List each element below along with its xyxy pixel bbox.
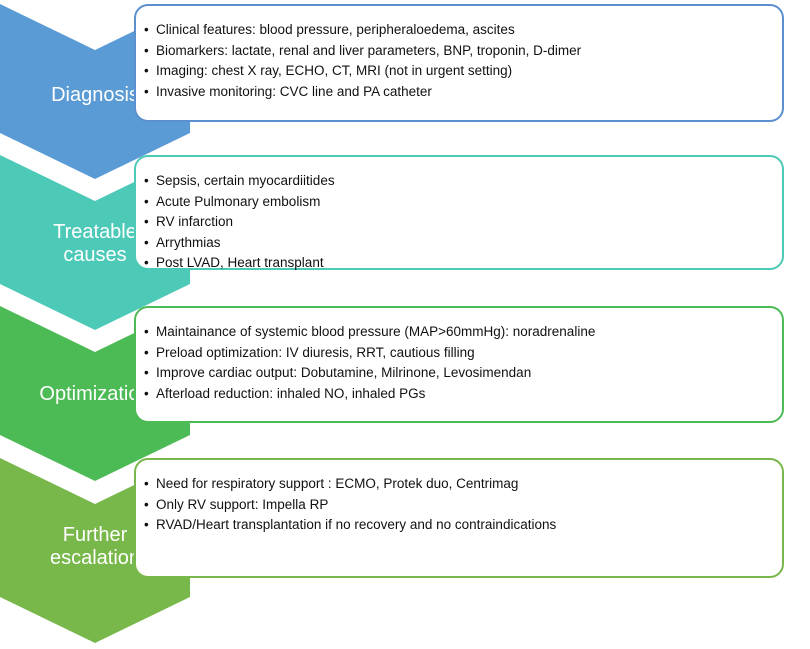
bullet-icon: • <box>144 385 149 401</box>
list-item-text: Invasive monitoring: CVC line and PA cat… <box>156 83 432 99</box>
list-item-text: Post LVAD, Heart transplant <box>156 255 324 270</box>
stage-details-box: • Clinical features: blood pressure, peri… <box>134 4 784 122</box>
list-item: • Invasive monitoring: CVC line and PA ca… <box>144 82 772 103</box>
bullet-icon: • <box>144 324 149 339</box>
bullet-icon: • <box>144 496 149 512</box>
bullet-icon: • <box>144 476 149 491</box>
list-item: • RVAD/Heart transplantation if no recove… <box>144 515 772 536</box>
stage-details-box: • Maintainance of systemic blood pressure… <box>134 306 784 423</box>
stage-title: Diagnosis <box>51 84 139 106</box>
bullet-icon: • <box>144 344 149 360</box>
list-item-text: Biomarkers: lactate, renal and liver par… <box>156 42 582 58</box>
list-item: • Imaging: chest X ray, ECHO, CT, MRI (no… <box>144 61 772 82</box>
list-item: • Arrythmias <box>144 233 772 254</box>
list-item-text: Sepsis, certain myocardiitides <box>156 173 335 188</box>
bullet-icon: • <box>144 214 149 229</box>
list-item-text: Arrythmias <box>156 234 221 250</box>
list-item-text: Preload optimization: IV diuresis, RRT, … <box>156 344 475 360</box>
list-item-text: RVAD/Heart transplantation if no recover… <box>156 517 557 532</box>
list-item-text: Acute Pulmonary embolism <box>156 193 321 209</box>
list-item-text: Clinical features: blood pressure, perip… <box>156 22 515 37</box>
bullet-list: • Maintainance of systemic blood pressure… <box>144 322 772 404</box>
bullet-list: • Clinical features: blood pressure, peri… <box>144 20 772 102</box>
bullet-icon: • <box>144 517 149 532</box>
list-item-text: Imaging: chest X ray, ECHO, CT, MRI (not… <box>156 63 513 78</box>
list-item-text: Afterload reduction: inhaled NO, inhaled… <box>156 385 426 401</box>
list-item: • RV infarction <box>144 212 772 233</box>
bullet-icon: • <box>144 83 149 99</box>
list-item-text: Need for respiratory support : ECMO, Pro… <box>156 476 519 491</box>
bullet-icon: • <box>144 255 149 270</box>
list-item-text: Maintainance of systemic blood pressure … <box>156 324 596 339</box>
bullet-icon: • <box>144 22 149 37</box>
list-item: • Improve cardiac output: Dobutamine, Mil… <box>144 363 772 384</box>
list-item: • Clinical features: blood pressure, peri… <box>144 20 772 41</box>
bullet-list: • Need for respiratory support : ECMO, Pr… <box>144 474 772 536</box>
stage-title: Treatable causes <box>53 221 137 266</box>
list-item: • Only RV support: Impella RP <box>144 495 772 516</box>
bullet-icon: • <box>144 193 149 209</box>
stage-details-box: • Need for respiratory support : ECMO, Pr… <box>134 458 784 578</box>
list-item-text: RV infarction <box>156 214 234 229</box>
list-item: • Need for respiratory support : ECMO, Pr… <box>144 474 772 495</box>
list-item: • Biomarkers: lactate, renal and liver pa… <box>144 41 772 62</box>
list-item: • Acute Pulmonary embolism <box>144 192 772 213</box>
list-item: • Preload optimization: IV diuresis, RRT,… <box>144 343 772 364</box>
bullet-icon: • <box>144 173 149 188</box>
list-item: • Afterload reduction: inhaled NO, inhale… <box>144 384 772 405</box>
bullet-icon: • <box>144 42 149 58</box>
list-item-text: Improve cardiac output: Dobutamine, Milr… <box>156 365 532 380</box>
bullet-icon: • <box>144 234 149 250</box>
bullet-icon: • <box>144 365 149 380</box>
bullet-list: • Sepsis, certain myocardiitides • Acute Pu… <box>144 171 772 274</box>
bullet-icon: • <box>144 63 149 78</box>
list-item-text: Only RV support: Impella RP <box>156 496 329 512</box>
stage-details-box: • Sepsis, certain myocardiitides • Acute Pu… <box>134 155 784 270</box>
list-item: • Post LVAD, Heart transplant <box>144 253 772 274</box>
stage-title: Further escalation <box>49 524 141 569</box>
list-item: • Sepsis, certain myocardiitides <box>144 171 772 192</box>
list-item: • Maintainance of systemic blood pressure… <box>144 322 772 343</box>
stage-title: Optimization <box>39 383 151 405</box>
